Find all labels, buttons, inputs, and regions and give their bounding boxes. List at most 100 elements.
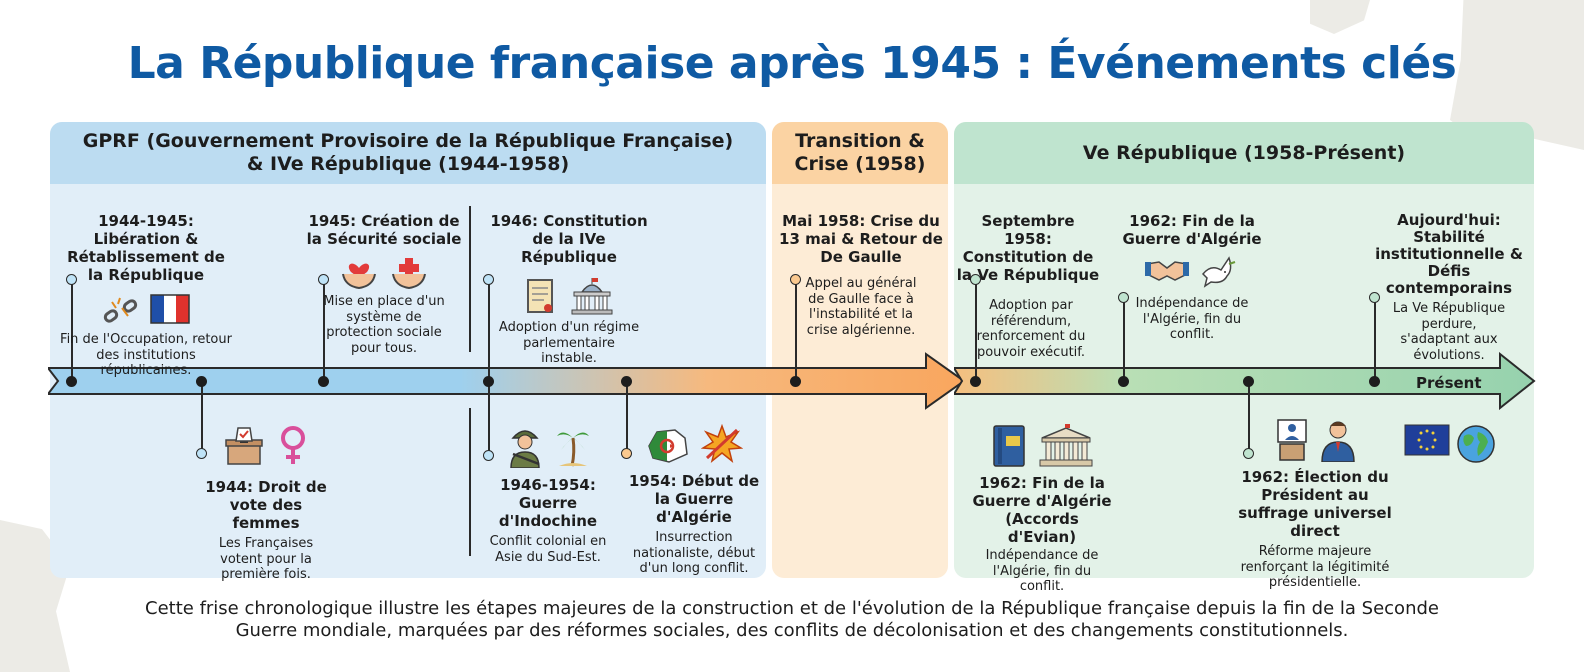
period-panel-gprf: GPRF (Gouvernement Provisoire de la Répu… (50, 122, 766, 578)
event-title: 1946: Constitution de la IVe République (490, 212, 648, 266)
event-description: Les Françaises votent pour la première f… (218, 536, 314, 582)
ballot-box-icon (225, 427, 263, 465)
handshake-icon (1145, 261, 1189, 281)
timeline-dot (196, 376, 207, 387)
timeline-dot (318, 376, 329, 387)
connector-top-5 (975, 282, 977, 382)
connector-top-3 (488, 282, 490, 454)
event-description: La Ve République perdure, s'adaptant aux… (1392, 301, 1506, 363)
period-panel-fifth-republic: Ve République (1958-Présent) (954, 122, 1534, 578)
timeline-arrow-main (48, 352, 966, 410)
event-marker (483, 274, 494, 285)
event-description: Insurrection nationaliste, début d'un lo… (632, 530, 756, 576)
page-title: La République française après 1945 : Évé… (127, 38, 1457, 89)
event-vote-femmes: 1944: Droit de vote des femmes Les Franç… (186, 418, 346, 583)
event-marker (1243, 448, 1254, 459)
paper-decoration-top-right (1310, 0, 1370, 34)
french-flag-icon (150, 294, 190, 324)
connector-bottom-1 (201, 382, 203, 452)
book-icon (993, 425, 1025, 467)
event-title: 1954: Début de la Guerre d'Algérie (628, 472, 760, 526)
parliament-icon (571, 278, 613, 315)
timeline-dot (1243, 376, 1254, 387)
event-marker (1369, 292, 1380, 303)
timeline-dot (1118, 376, 1129, 387)
period-header-transition: Transition &Crise (1958) (772, 122, 948, 184)
event-accords-evian: 1962: Fin de la Guerre d'Algérie (Accord… (964, 418, 1120, 595)
timeline-dot (66, 376, 77, 387)
event-election-president: 1962: Élection du Président au suffrage … (1230, 412, 1400, 591)
event-description: Fin de l'Occupation, retour des institut… (60, 332, 232, 378)
period-header-fifth-republic: Ve République (1958-Présent) (954, 122, 1534, 184)
event-securite-sociale: 1945: Création de la Sécurité sociale Mi… (304, 212, 464, 356)
event-marker (483, 450, 494, 461)
connector-top-6 (1123, 300, 1125, 382)
timeline-dot (483, 376, 494, 387)
event-crise-mai-1958: Mai 1958: Crise du 13 mai & Retour de De… (776, 212, 946, 338)
timeline-dot (1369, 376, 1380, 387)
event-title: 1944-1945: Libération & Rétablissement d… (67, 212, 225, 284)
event-description: Adoption d'un régime parlementaire insta… (498, 320, 640, 366)
algeria-flag-icon (648, 429, 688, 463)
event-title: 1962: Élection du Président au suffrage … (1238, 468, 1392, 540)
explosion-icon (701, 424, 743, 463)
event-title: 1945: Création de la Sécurité sociale (306, 212, 462, 248)
event-description: Indépendance de l'Algérie, fin du confli… (985, 548, 1099, 594)
timeline-dot (621, 376, 632, 387)
broken-chain-icon (103, 297, 138, 323)
soldier-icon (510, 430, 540, 468)
connector-top-1 (71, 282, 73, 382)
caption: Cette frise chronologique illustre les é… (145, 598, 1439, 641)
present-label: Présent (1416, 374, 1482, 392)
hands-heart-icon (342, 263, 376, 290)
event-title: 1946-1954: Guerre d'Indochine (498, 476, 598, 530)
dove-icon (1201, 256, 1236, 288)
event-description: Conflit colonial en Asie du Sud-Est. (489, 534, 607, 565)
event-liberation: 1944-1945: Libération & Rétablissement d… (58, 212, 234, 379)
event-indochine: 1946-1954: Guerre d'Indochine Conflit co… (470, 418, 626, 565)
event-description: Mise en place d'un système de protection… (323, 294, 445, 356)
event-debut-algerie: 1954: Début de la Guerre d'Algérie Insur… (626, 418, 762, 577)
event-marker (1118, 292, 1129, 303)
connector-top-4 (795, 282, 797, 382)
event-aujourdhui: Aujourd'hui: Stabilité institutionnelle … (1374, 212, 1524, 363)
separator-bottom (469, 408, 471, 556)
event-title: Mai 1958: Crise du 13 mai & Retour de De… (779, 212, 943, 266)
event-title: 1944: Droit de vote des femmes (205, 478, 327, 532)
period-header-gprf: GPRF (Gouvernement Provisoire de la Répu… (50, 122, 766, 184)
event-constitution-ive: 1946: Constitution de la IVe République … (484, 212, 654, 367)
timeline-dot (970, 376, 981, 387)
period-panel-transition: Transition &Crise (1958) (772, 122, 948, 578)
event-marker (66, 274, 77, 285)
event-marker (621, 448, 632, 459)
event-contemporain-icons (1400, 418, 1500, 468)
event-description: Réforme majeure renforçant la légitimité… (1240, 544, 1390, 590)
event-description: Appel au général de Gaulle face à l'inst… (805, 276, 917, 338)
hands-cross-icon (392, 258, 426, 290)
palm-tree-icon (557, 432, 589, 467)
event-fin-algerie: 1962: Fin de la Guerre d'Algérie Indépen… (1120, 212, 1264, 343)
connector-top-2 (323, 282, 325, 382)
event-marker (790, 274, 801, 285)
event-title: 1962: Fin de la Guerre d'Algérie (Accord… (972, 474, 1112, 546)
connector-bottom-3 (626, 382, 628, 452)
scroll-icon (527, 279, 553, 313)
podium-icon (1277, 419, 1307, 461)
event-title: Aujourd'hui: Stabilité institutionnelle … (1375, 211, 1523, 297)
timeline-dot (790, 376, 801, 387)
president-icon (1321, 421, 1355, 462)
event-constitution-ve: Septembre 1958: Constitution de la Ve Ré… (956, 212, 1100, 360)
event-description: Adoption par référendum, renforcement du… (976, 298, 1086, 360)
event-description: Indépendance de l'Algérie, fin du confli… (1135, 296, 1249, 342)
building-icon (1039, 424, 1093, 467)
connector-bottom-5 (1248, 382, 1250, 452)
female-symbol-icon (281, 426, 305, 464)
eu-flag-icon (1404, 424, 1450, 456)
event-title: Septembre 1958: Constitution de la Ve Ré… (956, 212, 1100, 284)
connector-top-7 (1374, 300, 1376, 382)
event-marker (196, 448, 207, 459)
separator-top (469, 206, 471, 352)
event-marker (318, 274, 329, 285)
globe-icon (1457, 425, 1495, 463)
event-marker (970, 274, 981, 285)
